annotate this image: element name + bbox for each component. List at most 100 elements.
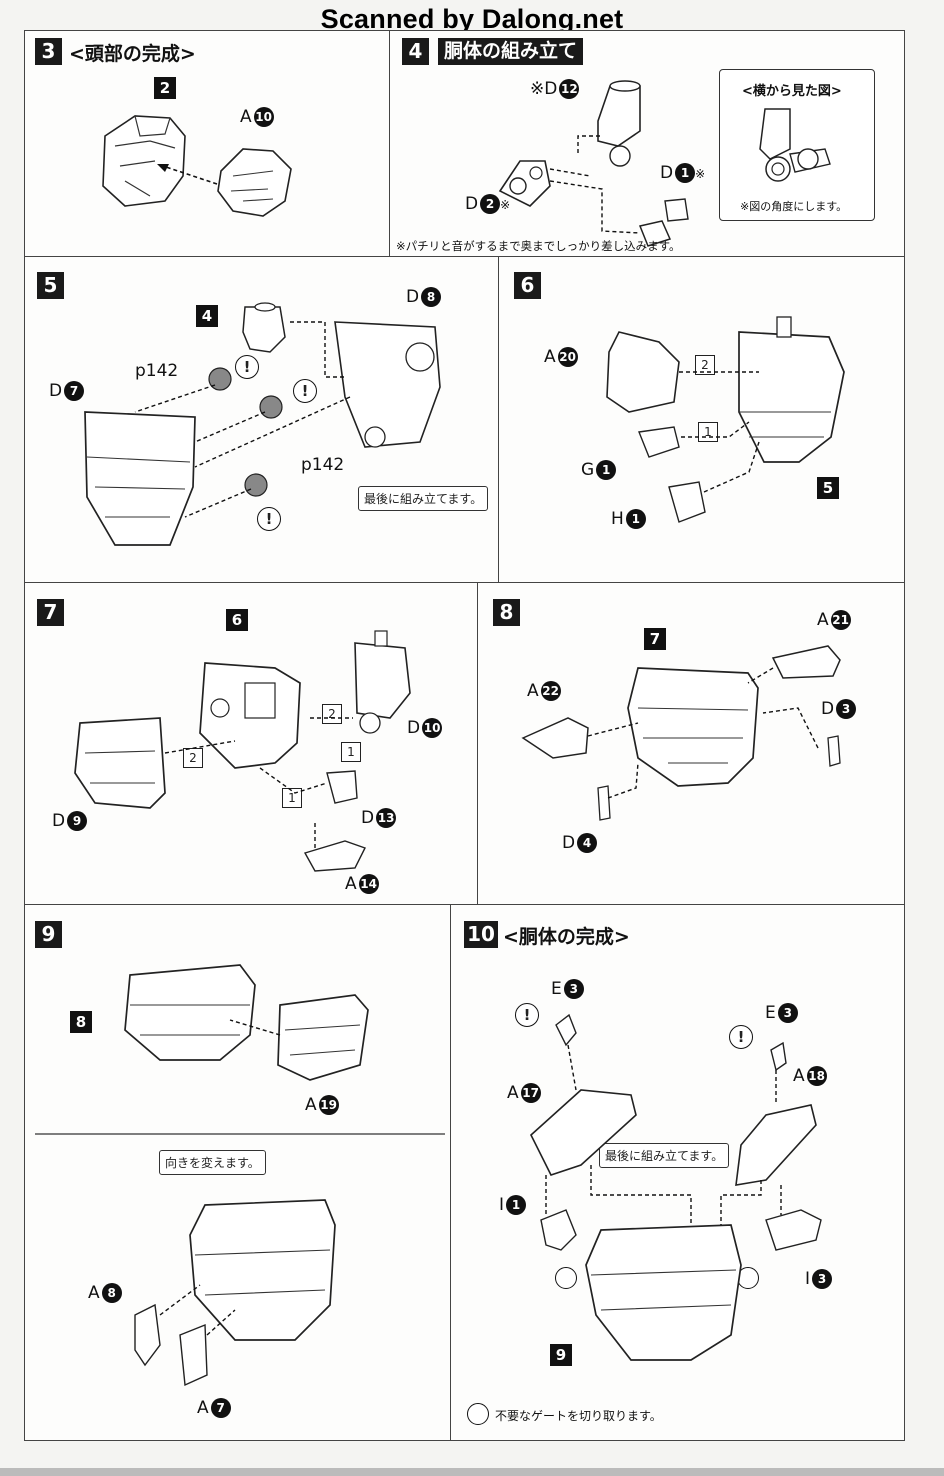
sequence-number: 2: [322, 704, 342, 724]
part-number-circle: 1: [625, 509, 646, 529]
orientation-callout: 向きを変えます。: [159, 1150, 266, 1175]
part-number-circle: 7: [64, 381, 85, 401]
step-title: <胴体の完成>: [503, 926, 630, 948]
assembly-callout: 最後に組み立てます。: [358, 486, 489, 511]
torso-armor-illustration: [521, 645, 841, 821]
part-number-circle: 17: [520, 1083, 541, 1103]
head-part-illustration: [217, 148, 292, 217]
torso-assembly-illustration: [84, 302, 441, 546]
part-number-circle: 10: [422, 718, 443, 738]
subassembly-badge: 7: [644, 628, 666, 650]
step-title: <頭部の完成>: [69, 43, 196, 65]
part-number-circle: 13: [376, 808, 397, 828]
part-number-circle: 7: [210, 1398, 231, 1418]
subassembly-badge: 6: [226, 609, 248, 631]
step-number: 3: [35, 38, 62, 65]
divider-line: [35, 1133, 445, 1135]
step-number: 7: [37, 599, 64, 626]
torso-side-illustration: [74, 630, 411, 872]
torso-rotated-illustration: [134, 1199, 336, 1387]
part-number-circle: 8: [421, 287, 442, 307]
watermark: Scanned by Dalong.net: [320, 4, 624, 34]
part-number-circle: 3: [812, 1269, 833, 1289]
part-number-circle: 1: [596, 460, 617, 480]
insert-arrow: [157, 164, 218, 185]
caution-icon: !: [729, 1025, 753, 1049]
page-bottom-edge: [0, 1468, 944, 1476]
part-number-circle: 2: [480, 194, 501, 214]
part-number-circle: 18: [806, 1066, 827, 1086]
part-number-circle: 3: [836, 699, 857, 719]
side-view-illustration: [759, 108, 831, 182]
part-number-circle: 1: [506, 1195, 527, 1215]
caution-icon: !: [235, 355, 259, 379]
part-number-circle: 14: [358, 874, 379, 894]
side-view-box: <横から見た図> ※図の角度にします。: [719, 69, 875, 221]
caution-icon: !: [257, 507, 281, 531]
polycap-label-b: p142: [301, 455, 345, 475]
caution-icon: !: [515, 1003, 539, 1027]
torso-joint-illustration: [498, 80, 689, 247]
part-number-circle: 3: [777, 1003, 798, 1023]
part-number-circle: 22: [540, 681, 561, 701]
sequence-number: 1: [341, 742, 361, 762]
part-number-circle: 4: [577, 833, 598, 853]
subassembly-badge: 8: [70, 1011, 92, 1033]
part-number-circle: 20: [557, 347, 578, 367]
subassembly-badge: 2: [154, 77, 176, 99]
part-number-circle: 19: [318, 1095, 339, 1115]
part-number-circle: 8: [101, 1283, 122, 1303]
gate-cut-icon: [555, 1267, 577, 1289]
caution-icon: !: [293, 379, 317, 403]
part-number-circle: 10: [253, 107, 274, 127]
step-number: 8: [493, 599, 520, 626]
step-footnote: ※パチリと音がするまで奥までしっかり差し込みます。: [396, 239, 681, 253]
step-number: 9: [35, 921, 62, 948]
step-number: 4: [402, 38, 429, 65]
side-view-title: <横から見た図>: [742, 84, 842, 99]
subassembly-badge: 5: [817, 477, 839, 499]
gate-cut-legend-icon: [467, 1403, 489, 1425]
part-number-circle: 12: [559, 79, 580, 99]
sequence-number: 2: [695, 355, 715, 375]
step-number: 6: [514, 272, 541, 299]
step-number: 10: [464, 921, 498, 948]
part-number-circle: 9: [67, 811, 88, 831]
torso-back-illustration: [124, 964, 369, 1081]
part-number-circle: 3: [563, 979, 584, 999]
gate-cut-legend: 不要なゲートを切り取ります。: [495, 1409, 662, 1423]
step-number: 5: [37, 272, 64, 299]
torso-complete-illustration: [530, 1013, 822, 1361]
subassembly-badge: 9: [550, 1344, 572, 1366]
polycap-label-a: p142: [135, 361, 179, 381]
